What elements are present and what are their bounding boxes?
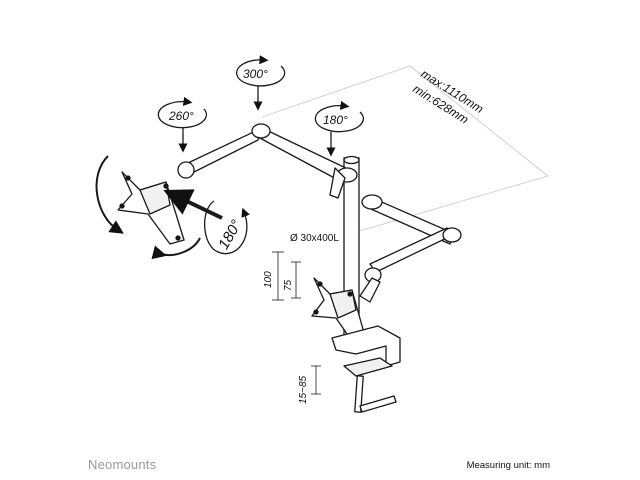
reach-dimension-box [261, 65, 549, 233]
lower-arm [359, 194, 462, 303]
monitor-plate-bottom [311, 277, 367, 345]
rotation-300-label: 300° [243, 67, 268, 81]
rotation-180-top-label: 180° [323, 113, 348, 127]
rotation-260-label: 260° [168, 109, 194, 123]
rotation-260-indicator [157, 96, 207, 153]
pole-size-label: Ø 30x400L [290, 233, 339, 244]
rotation-180-top-indicator [314, 100, 364, 157]
vesa-75-label: 75 [283, 279, 294, 291]
upper-arm [177, 123, 358, 199]
monitor-plate-top [117, 171, 185, 245]
measuring-unit-note: Measuring unit: mm [466, 460, 550, 471]
clamp-range-dimension [311, 365, 321, 395]
clamp-range-label: 15~85 [298, 375, 309, 404]
swivel-180-label: 180° [215, 217, 245, 252]
rotation-300-indicator [235, 55, 286, 111]
tilt-arc-indicator [95, 155, 201, 260]
vesa-100-label: 100 [263, 271, 274, 288]
swivel-180-indicator [163, 189, 250, 255]
brand-logo-text: Neomounts [88, 457, 157, 472]
vesa-dimension [272, 251, 301, 301]
desk-clamp [331, 325, 401, 413]
